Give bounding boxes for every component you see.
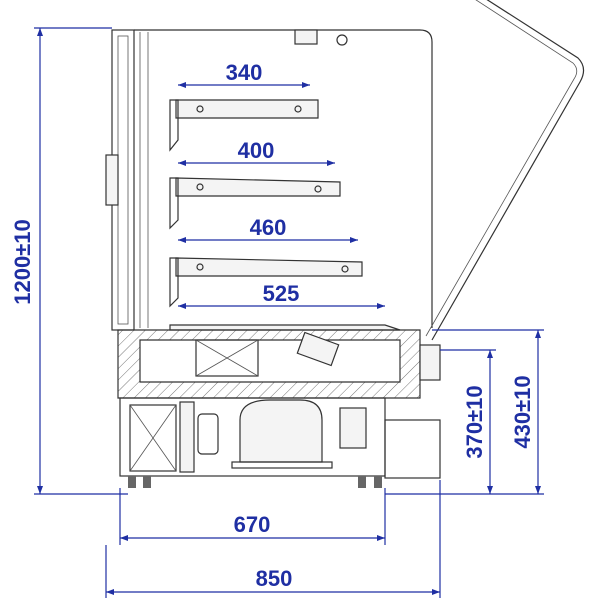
machine-compartment — [119, 397, 441, 488]
total-width-dim-label: 850 — [256, 566, 293, 591]
foot-left — [128, 476, 136, 488]
top-hinge — [336, 34, 348, 46]
foot-right-a — [358, 476, 366, 488]
dimension-lines — [34, 27, 544, 598]
top-lamp-box — [294, 29, 318, 45]
drain-pump-body — [384, 419, 441, 479]
cabinet-outline — [105, 0, 585, 341]
rear-handle — [105, 154, 119, 206]
fan-unit — [296, 331, 340, 367]
shelf-1-screw-b — [294, 105, 302, 113]
shelf-1-bracket — [169, 99, 179, 152]
front-curved-glass — [431, 0, 585, 341]
evaporator-box — [195, 339, 259, 377]
condenser-fan — [179, 401, 195, 473]
shelves — [169, 99, 401, 331]
shelf-2-bracket — [169, 177, 179, 230]
shelf-2-dim-label: 400 — [238, 138, 275, 163]
shelf-3-bracket — [169, 257, 179, 308]
fan-motor — [197, 413, 219, 455]
insulated-base — [117, 329, 441, 399]
front-controller — [419, 344, 441, 381]
base-width-dim-label: 670 — [234, 512, 271, 537]
shelf-1-screw-a — [196, 105, 204, 113]
condenser-cross-b — [129, 404, 177, 472]
dimension-labels: 340 400 460 525 1200±10 370±10 430±10 67… — [10, 60, 535, 591]
front-curved-glass-inner — [425, 0, 578, 337]
rear-frame-inner — [117, 35, 129, 325]
base-height-dim-label: 430±10 — [510, 375, 535, 448]
shelf-3 — [175, 257, 363, 277]
compressor-base — [231, 461, 333, 469]
top-panel — [134, 29, 433, 328]
shelf-2-screw-b — [314, 185, 322, 193]
shelf-3-screw-b — [341, 265, 349, 273]
base-deck — [169, 324, 401, 331]
foot-right-b — [374, 476, 382, 488]
counter-height-dim-label: 370±10 — [462, 385, 487, 458]
base-shelf-dim-label: 525 — [263, 281, 300, 306]
base-hatch-body — [117, 329, 421, 399]
evaporator-cross-b — [195, 339, 259, 377]
compressor — [239, 399, 323, 463]
shelf-3-dim-label: 460 — [250, 215, 287, 240]
shelf-2-screw-a — [196, 183, 204, 191]
shelf-1-dim-label: 340 — [226, 60, 263, 85]
shelf-1 — [175, 99, 319, 119]
drain-pump — [339, 407, 367, 449]
shelf-2 — [175, 177, 341, 197]
condenser-box — [129, 404, 177, 472]
total-height-dim-label: 1200±10 — [10, 219, 35, 305]
shelf-3-screw-a — [196, 263, 204, 271]
foot-center — [143, 476, 151, 488]
